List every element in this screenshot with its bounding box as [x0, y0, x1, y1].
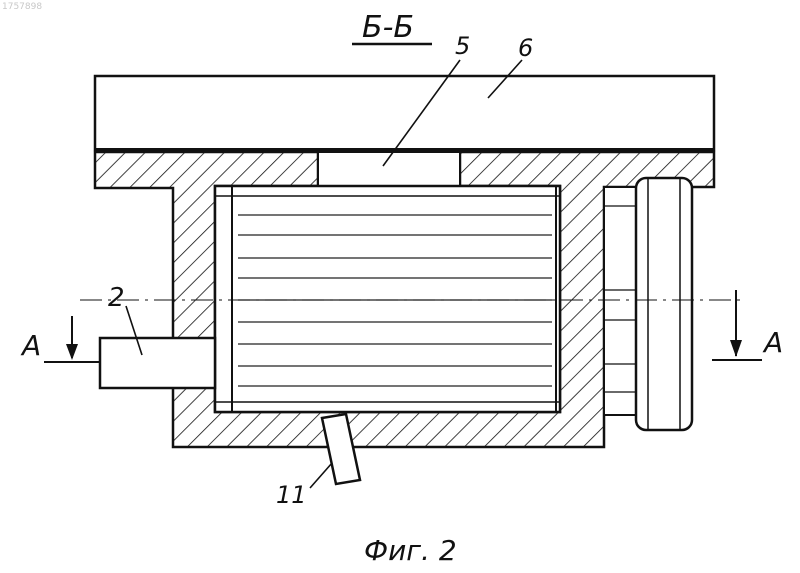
left-shaft	[100, 338, 215, 388]
callout-11: 11	[276, 481, 307, 509]
cut-marker-left: А	[20, 316, 100, 362]
top-plate	[95, 76, 714, 150]
callout-2: 2	[108, 283, 125, 313]
cut-letter-left: А	[20, 329, 41, 362]
callout-5: 5	[455, 32, 470, 60]
callout-6: 6	[518, 34, 533, 62]
cut-letter-right: А	[762, 326, 783, 359]
right-flange	[604, 178, 692, 430]
figure-caption: Фиг. 2	[364, 534, 457, 567]
patent-number: 1757898	[2, 2, 42, 12]
roller-drum	[215, 186, 560, 412]
section-title: Б-Б	[362, 10, 414, 45]
